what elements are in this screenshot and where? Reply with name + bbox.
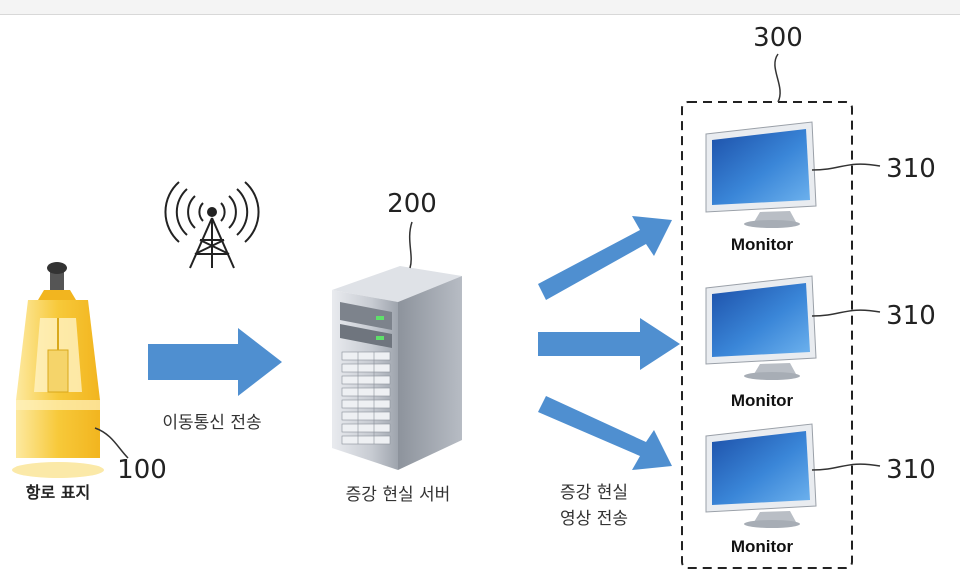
monitor-leader-line-3 — [811, 463, 881, 471]
server-leader-line — [408, 221, 413, 269]
buoy-ref-number: 100 — [117, 455, 167, 485]
window-top-bar — [0, 0, 960, 15]
server-icon — [332, 266, 462, 470]
server-ref-number: 200 — [387, 189, 437, 219]
monitor-caption-3: Monitor — [731, 537, 794, 556]
buoy-icon — [12, 262, 104, 478]
ar-arrow-up — [538, 216, 672, 300]
monitor-group-box — [681, 101, 853, 569]
monitor-icon — [705, 121, 817, 228]
group-leader-line — [774, 53, 781, 103]
monitor-group-ref-number: 300 — [753, 23, 803, 53]
ar-video-caption-line1: 증강 현실 — [560, 483, 628, 503]
monitor-leader-line-1 — [811, 163, 881, 171]
monitor-ref-number-3: 310 — [886, 455, 936, 485]
monitor-ref-number-1: 310 — [886, 154, 936, 184]
monitor-icon — [705, 423, 817, 528]
buoy-caption: 항로 표지 — [26, 483, 90, 502]
monitor-icon — [705, 275, 817, 380]
ar-video-caption-line2: 영상 전송 — [560, 509, 628, 529]
transmission-arrow — [148, 328, 282, 396]
ar-arrow-middle — [538, 318, 680, 370]
monitor-caption-2: Monitor — [731, 391, 794, 410]
monitor-caption-1: Monitor — [731, 235, 794, 254]
buoy-leader-line — [94, 427, 129, 459]
server-caption: 증강 현실 서버 — [346, 485, 451, 505]
monitor-leader-line-2 — [811, 309, 881, 317]
antenna-icon — [164, 181, 260, 269]
transmission-caption: 이동통신 전송 — [162, 413, 261, 433]
ar-arrow-down — [538, 396, 672, 470]
monitor-ref-number-2: 310 — [886, 301, 936, 331]
